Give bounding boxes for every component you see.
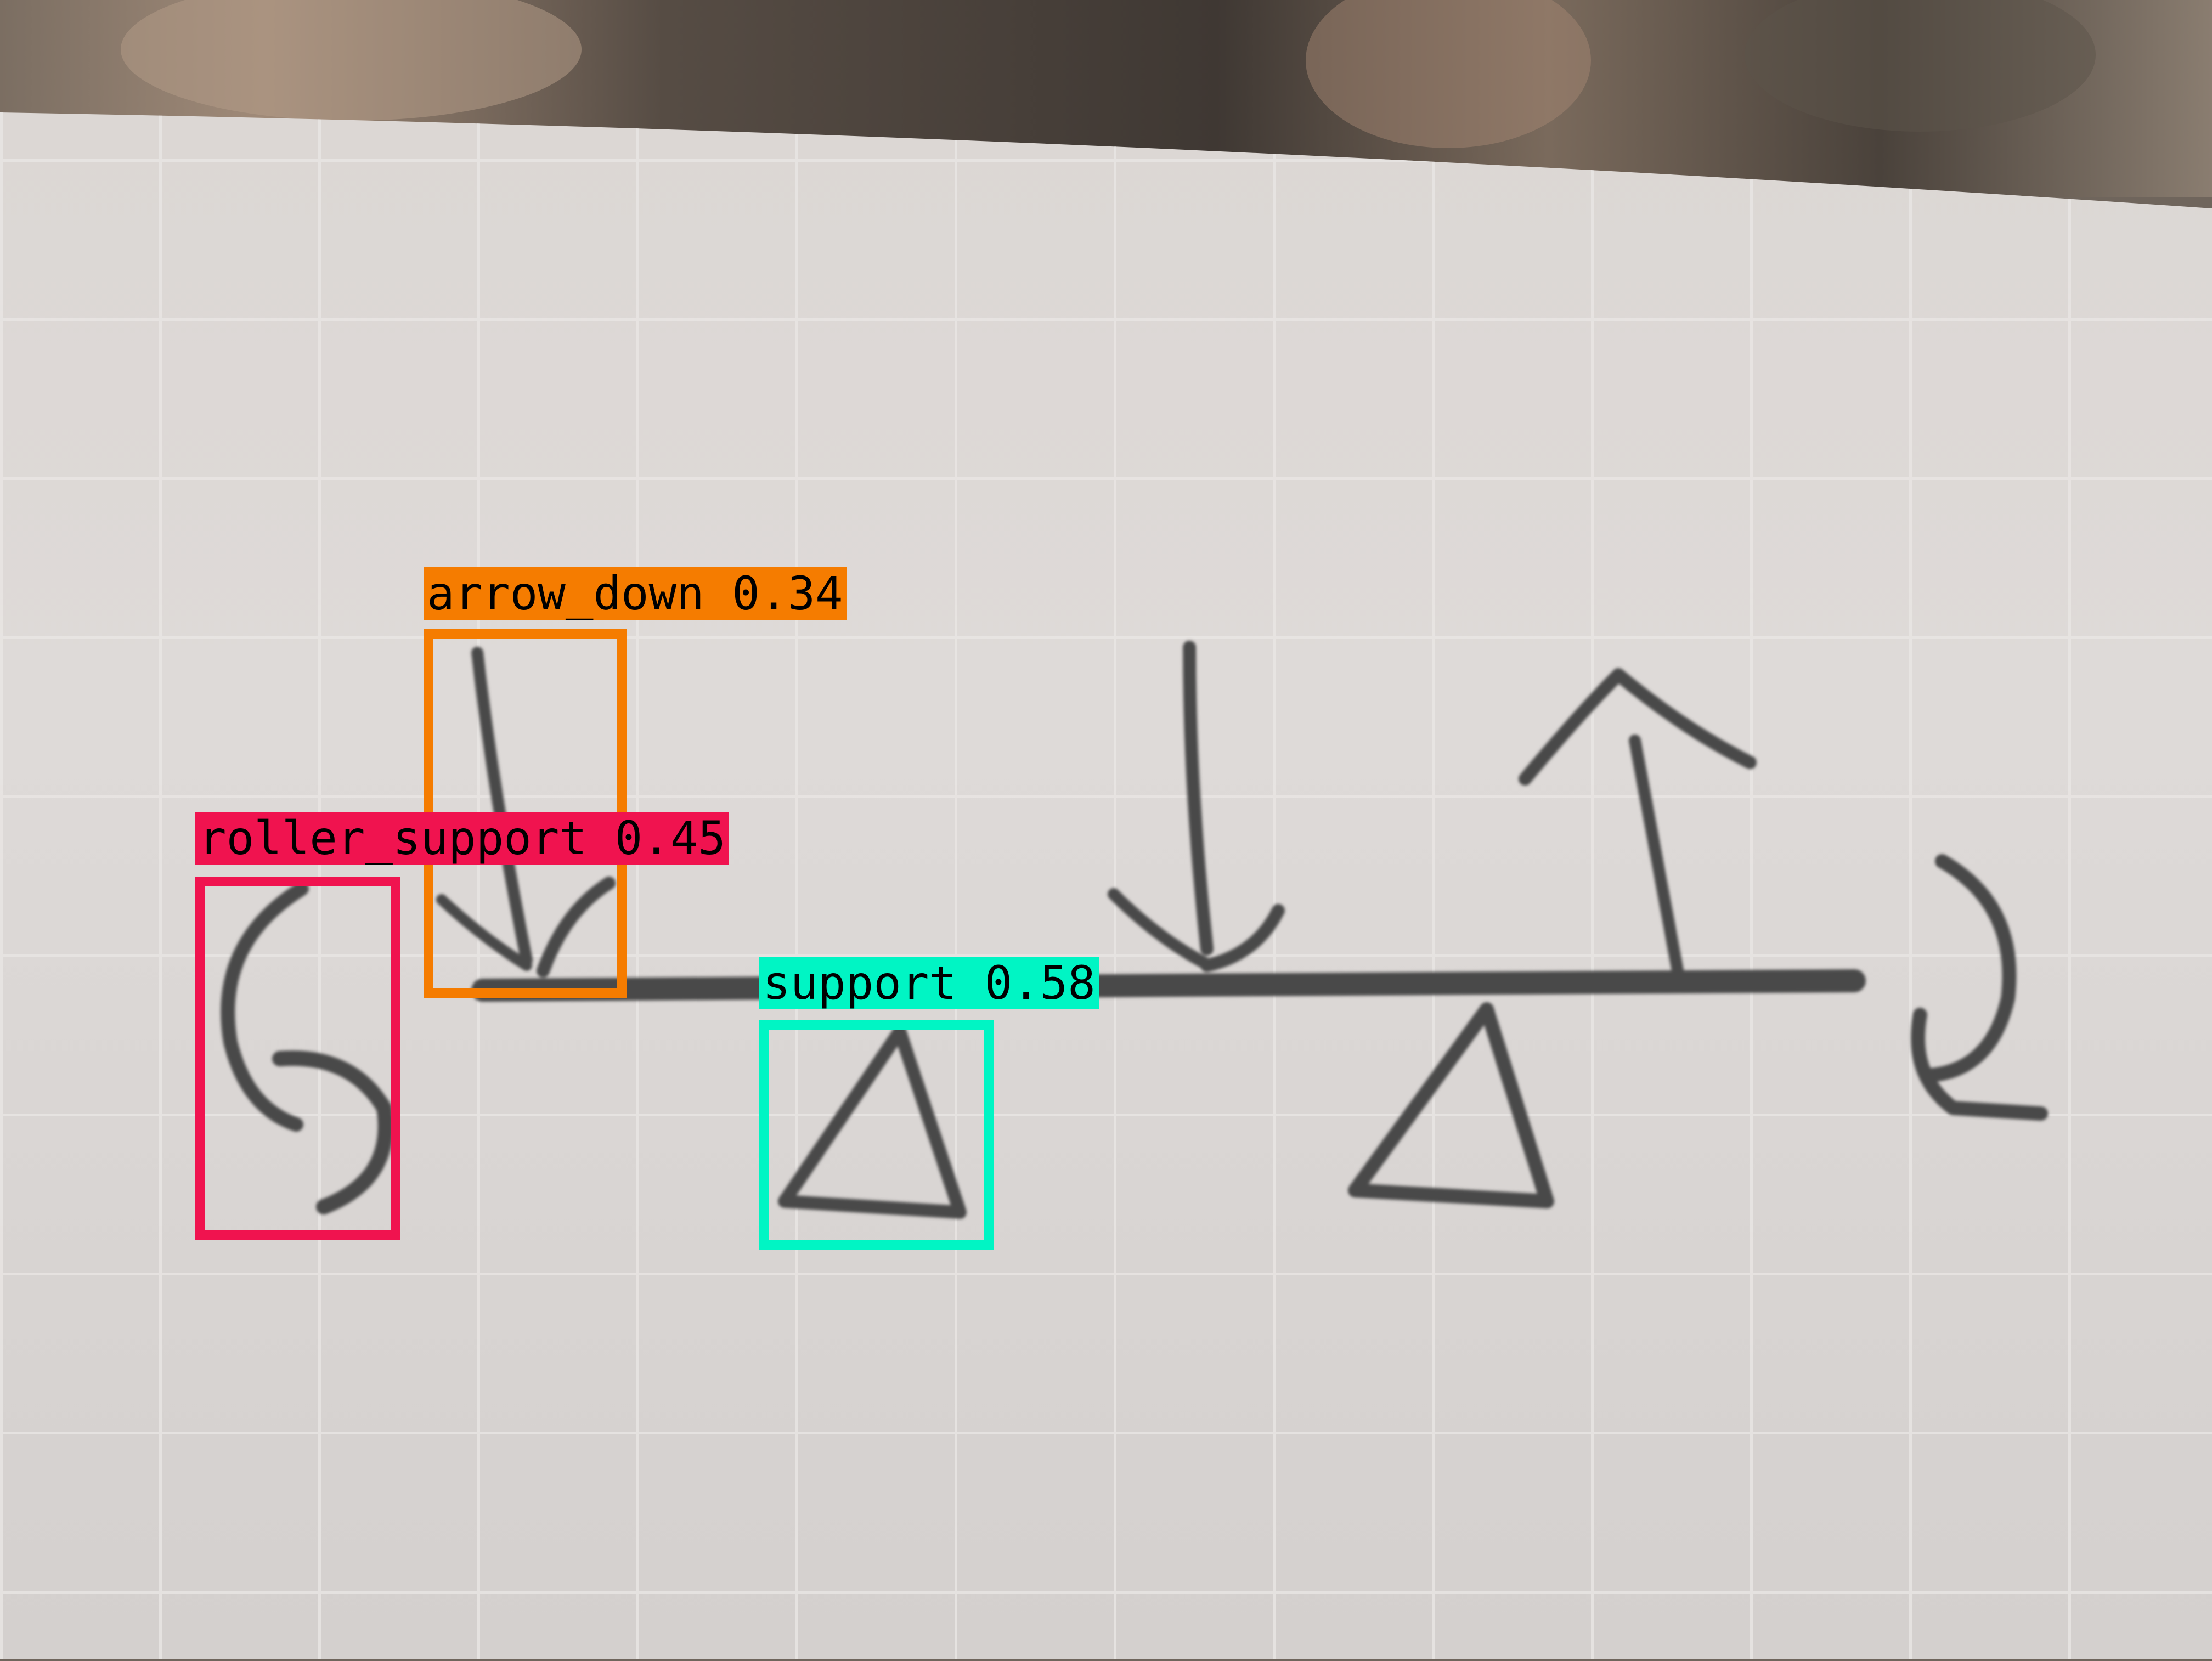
bounding-box (195, 877, 400, 1240)
bounding-box (424, 629, 627, 998)
detection-label: arrow_down 0.34 (424, 567, 847, 620)
detection-label: support 0.58 (759, 957, 1099, 1009)
bounding-box (759, 1020, 994, 1250)
detection-label: roller_support 0.45 (195, 812, 729, 865)
